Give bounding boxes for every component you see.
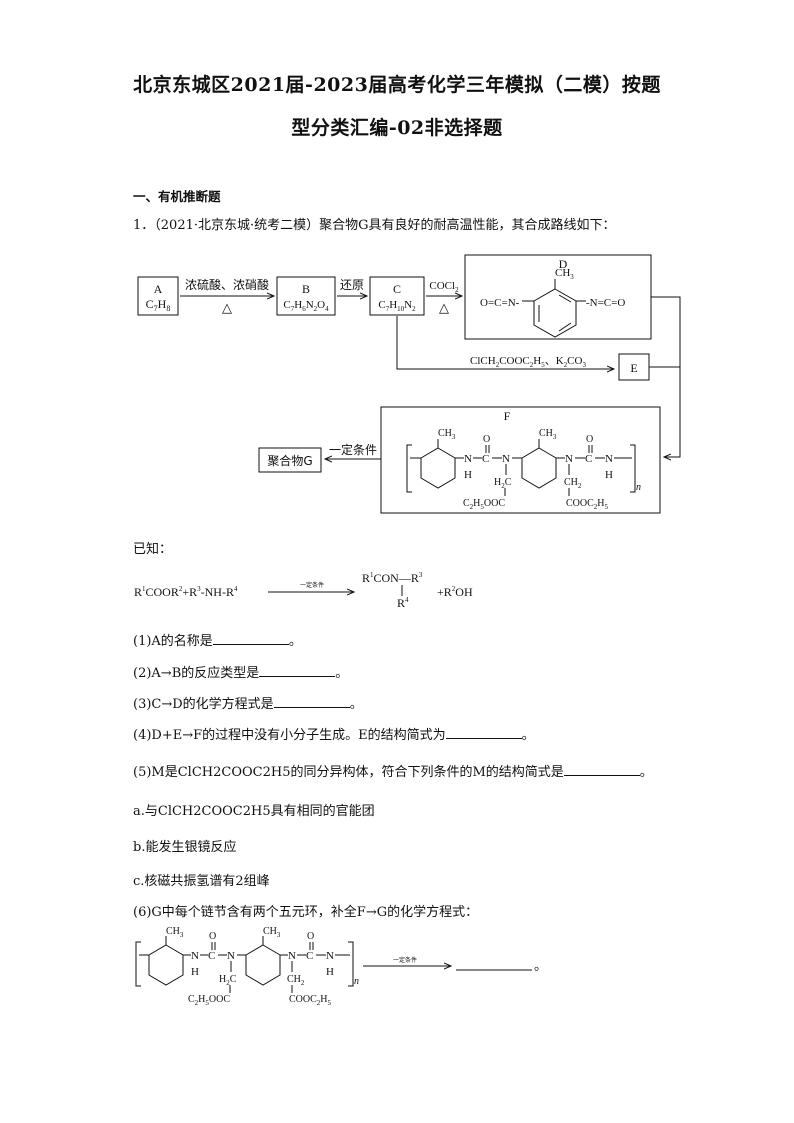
q6-h2c: H2C bbox=[219, 974, 237, 987]
ch3-q6-right: CH3 bbox=[263, 926, 281, 939]
q6-n1: N bbox=[191, 950, 199, 962]
ring-F-left bbox=[420, 447, 456, 489]
reagent-AB: 浓硫酸、浓硝酸 bbox=[185, 277, 269, 292]
ch3-F-right: CH3 bbox=[539, 428, 557, 441]
n-atom-3: N bbox=[565, 453, 573, 465]
document-title-line1: 北京东城区2021届-2023届高考化学三年模拟（二模）按题 bbox=[133, 74, 661, 96]
c-atom-1: C bbox=[482, 453, 489, 465]
q6-ch2: CH2 bbox=[287, 974, 305, 987]
q6-h1: H bbox=[191, 966, 199, 978]
label-B: B bbox=[302, 282, 310, 296]
formula-A: C7H8 bbox=[146, 297, 171, 313]
known-condition: 一定条件 bbox=[300, 581, 324, 589]
o-atom-1: O bbox=[483, 434, 490, 445]
ch2-right: CH2 bbox=[564, 477, 582, 490]
ring-q6-left bbox=[148, 944, 184, 986]
ring-q6-right bbox=[245, 944, 281, 986]
q6-end: 。 bbox=[534, 959, 547, 974]
ring-F-right bbox=[521, 447, 557, 489]
box-polymer-G bbox=[258, 447, 322, 473]
h-atom-1: H bbox=[464, 469, 472, 481]
q6-ester-right: COOC2H5 bbox=[289, 994, 332, 1007]
label-A: A bbox=[154, 282, 163, 296]
condition-b: b.能发生银镜反应 bbox=[133, 840, 237, 855]
ester-left: C2H5OOC bbox=[463, 498, 505, 511]
answer-blank-5[interactable] bbox=[563, 762, 640, 776]
known-product: R1CON—R3 bbox=[362, 571, 423, 585]
heat-AB: △ bbox=[222, 300, 232, 315]
ch3-F-left: CH3 bbox=[438, 428, 456, 441]
question-4: (4)D+E→F的过程中没有小分子生成。E的结构简式为。 bbox=[133, 724, 535, 743]
synthesis-scheme: A C7H8 浓硫酸、浓硝酸 △ B C7H6N2O4 还原 C C7H10N2… bbox=[137, 254, 681, 514]
ch3-q6-left: CH3 bbox=[166, 926, 184, 939]
h2c-left: H2C bbox=[494, 477, 512, 490]
n-atom-4: N bbox=[605, 453, 613, 465]
n-q6: n bbox=[354, 976, 359, 987]
reagent-CD: COCl2 bbox=[429, 280, 459, 294]
reagent-CE: ClCH2COOC2H5、K2CO3 bbox=[470, 354, 586, 369]
ch3-D: CH3 bbox=[555, 267, 574, 281]
label-F: F bbox=[504, 409, 511, 423]
known-r4: R4 bbox=[397, 596, 409, 610]
section-heading: 一、有机推断题 bbox=[133, 189, 221, 204]
known-reactants: R1COOR2+R3-NH-R4 bbox=[134, 585, 238, 599]
document-title-line2: 型分类汇编-02非选择题 bbox=[291, 117, 503, 139]
ester-right: COOC2H5 bbox=[566, 498, 609, 511]
q6-ester-left: C2H5OOC bbox=[188, 994, 230, 1007]
formula-B: C7H6N2O4 bbox=[283, 299, 329, 313]
q6-c1: C bbox=[208, 950, 215, 962]
q6-n3: N bbox=[288, 950, 296, 962]
q6-condition: 一定条件 bbox=[393, 956, 417, 964]
answer-blank-2[interactable] bbox=[259, 663, 336, 677]
box-C bbox=[369, 276, 425, 316]
known-byproduct: +R2OH bbox=[437, 585, 473, 599]
n-atom-2: N bbox=[502, 453, 510, 465]
formula-C: C7H10N2 bbox=[378, 299, 416, 313]
box-A bbox=[137, 276, 179, 316]
known-label: 已知： bbox=[133, 542, 173, 557]
question-5: (5)M是ClCH2COOC2H5的同分异构体，符合下列条件的M的结构简式是。 bbox=[133, 761, 653, 780]
label-C: C bbox=[393, 282, 401, 296]
n-atom-1: N bbox=[464, 453, 472, 465]
q6-equation: n CH3 N H C O N H2C C2H5OOC CH3 N CH2 CO… bbox=[135, 926, 547, 1007]
q6-o2: O bbox=[307, 931, 314, 942]
polymer-G-label: 聚合物G bbox=[267, 453, 312, 468]
q6-h4: H bbox=[326, 966, 334, 978]
c-atom-2: C bbox=[585, 453, 592, 465]
known-reaction: R1COOR2+R3-NH-R4 一定条件 R1CON—R3 R4 +R2OH bbox=[134, 571, 473, 610]
question-6: (6)G中每个链节含有两个五元环，补全F→G的化学方程式： bbox=[133, 905, 479, 920]
heat-CD: △ bbox=[439, 300, 449, 315]
h-atom-4: H bbox=[605, 469, 613, 481]
question-3: (3)C→D的化学方程式是。 bbox=[133, 693, 363, 712]
q6-n2: N bbox=[227, 950, 235, 962]
answer-blank-1[interactable] bbox=[212, 631, 289, 645]
label-E: E bbox=[630, 361, 637, 375]
condition-a: a.与ClCH2COOC2H5具有相同的官能团 bbox=[133, 804, 375, 819]
question-1: (1)A的名称是。 bbox=[133, 630, 302, 649]
condition-FG: 一定条件 bbox=[329, 442, 377, 457]
q6-c2: C bbox=[306, 950, 313, 962]
q6-n4: N bbox=[326, 950, 334, 962]
label-D: D bbox=[559, 257, 568, 271]
reagent-BC: 还原 bbox=[340, 278, 364, 292]
box-B bbox=[276, 276, 336, 316]
answer-blank-3[interactable] bbox=[273, 694, 350, 708]
n-F: n bbox=[636, 482, 641, 493]
benzene-ring-D bbox=[533, 288, 577, 338]
box-F bbox=[380, 406, 661, 514]
o-atom-2: O bbox=[586, 434, 593, 445]
question-2: (2)A→B的反应类型是。 bbox=[133, 662, 348, 681]
isocyanate-left: O=C=N- bbox=[480, 297, 520, 309]
isocyanate-right: -N=C=O bbox=[586, 297, 625, 309]
answer-blank-4[interactable] bbox=[445, 725, 522, 739]
question-intro: 1．（2021·北京东城·统考二模）聚合物G具有良好的耐高温性能，其合成路线如下… bbox=[133, 218, 616, 233]
q6-o1: O bbox=[209, 931, 216, 942]
condition-c: c.核磁共振氢谱有2组峰 bbox=[133, 874, 270, 889]
